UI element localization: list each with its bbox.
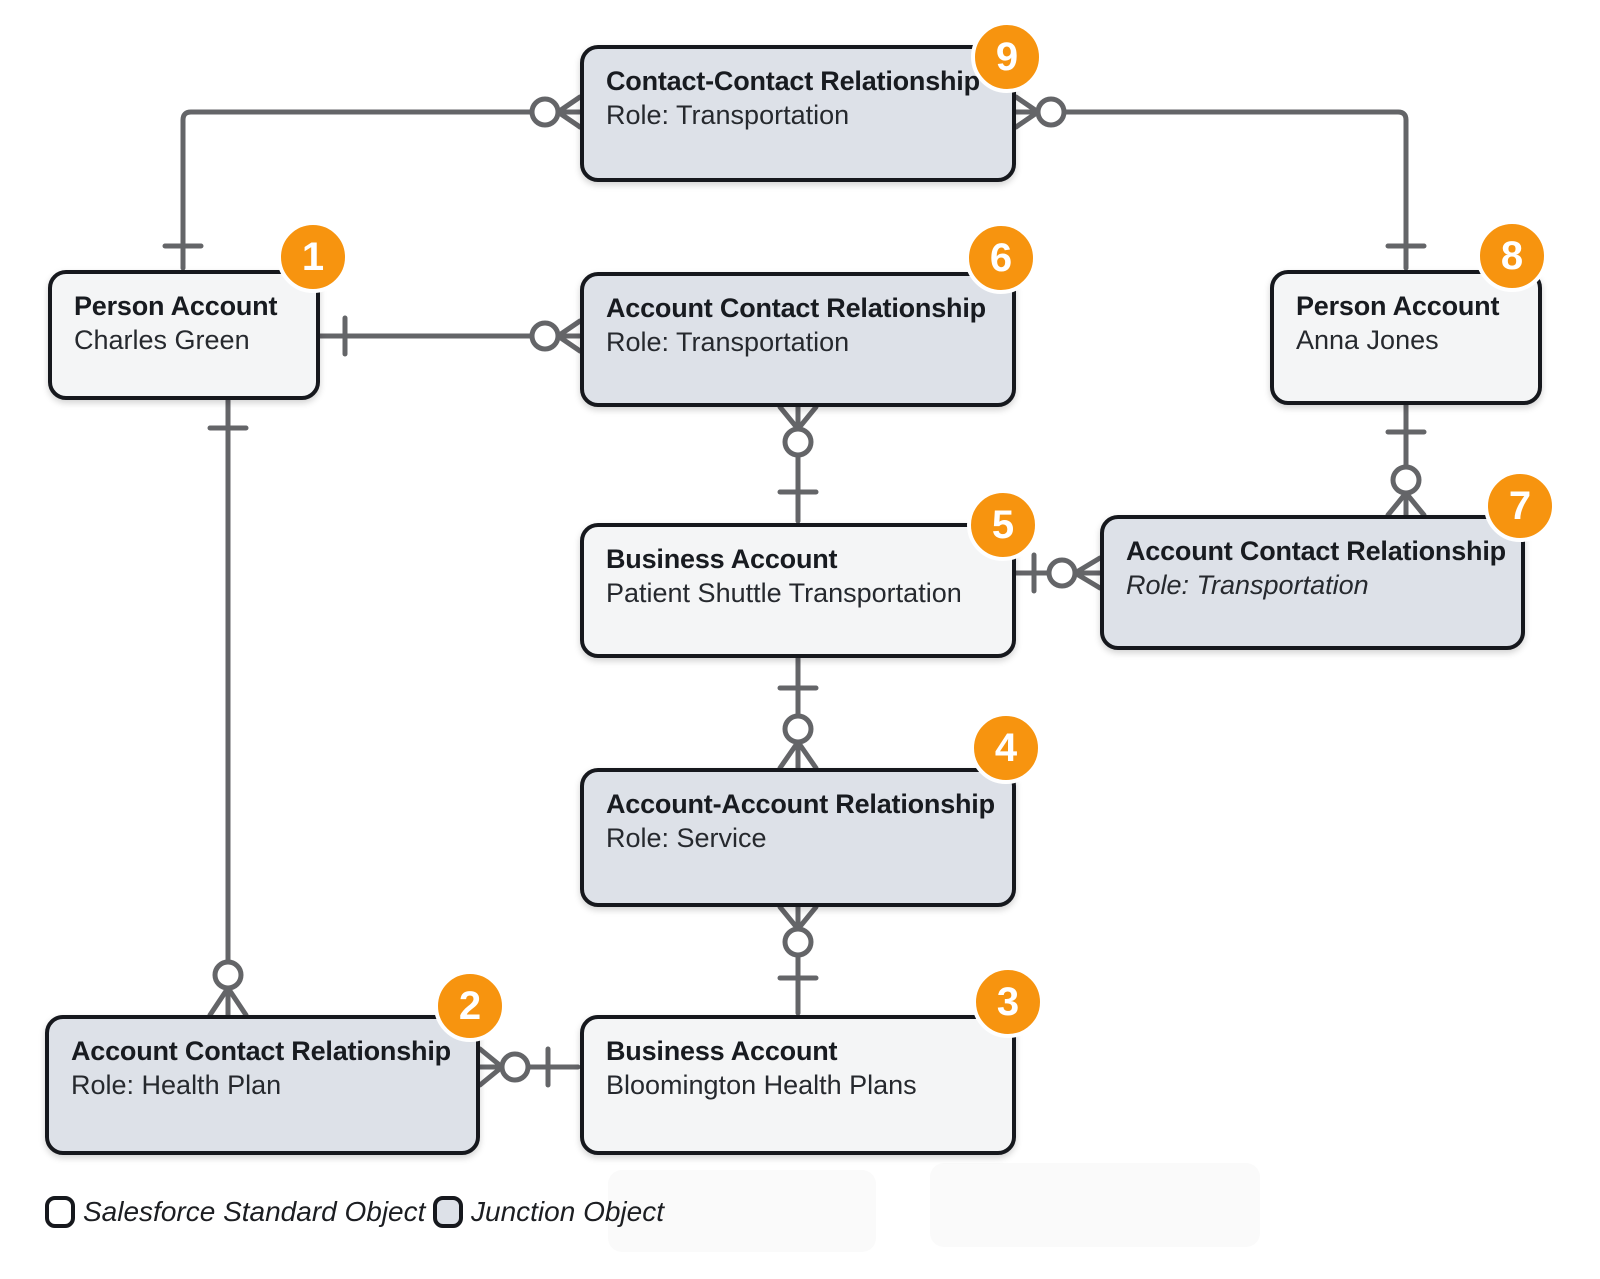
connector-1-2 bbox=[207, 397, 249, 1018]
entity-title: Account Contact Relationship bbox=[71, 1036, 451, 1066]
entity-subtitle: Role: Transportation bbox=[606, 327, 850, 357]
entity-title: Person Account bbox=[74, 291, 278, 321]
legend-item-standard: Salesforce Standard Object bbox=[45, 1196, 425, 1228]
step-badge-6: 6 bbox=[965, 222, 1037, 294]
connector-1-9 bbox=[162, 94, 583, 271]
connector-1-6 bbox=[317, 315, 583, 357]
entity-box-acr-transportation-center: Account Contact Relationship Role: Trans… bbox=[580, 272, 1016, 407]
connector-9-8 bbox=[1013, 94, 1427, 271]
entity-title: Account-Account Relationship bbox=[606, 789, 995, 819]
entity-box-business-account-bloomington: Business Account Bloomington Health Plan… bbox=[580, 1015, 1016, 1155]
connector-5-4 bbox=[777, 655, 819, 771]
connector-6-5 bbox=[777, 404, 819, 524]
step-badge-5: 5 bbox=[967, 489, 1039, 561]
entity-title: Business Account bbox=[606, 544, 838, 574]
connector-5-7 bbox=[1013, 552, 1103, 594]
step-badge-2: 2 bbox=[434, 970, 506, 1042]
legend-label-standard-object: Salesforce Standard Object bbox=[83, 1196, 426, 1227]
connector-4-3 bbox=[777, 904, 819, 1016]
step-badge-4: 4 bbox=[970, 712, 1042, 784]
entity-title: Account Contact Relationship bbox=[606, 293, 986, 323]
entity-box-business-account-patient-shuttle: Business Account Patient Shuttle Transpo… bbox=[580, 523, 1016, 658]
entity-box-person-account-charles-green: Person Account Charles Green bbox=[48, 270, 320, 400]
step-badge-9: 9 bbox=[971, 21, 1043, 93]
legend-swatch-junction-object bbox=[433, 1196, 463, 1228]
entity-subtitle: Bloomington Health Plans bbox=[606, 1070, 917, 1100]
step-badge-3: 3 bbox=[972, 966, 1044, 1038]
legend-item-junction: Junction Object bbox=[433, 1196, 664, 1228]
entity-subtitle: Role: Health Plan bbox=[71, 1070, 282, 1100]
placeholder-box-2 bbox=[930, 1163, 1260, 1247]
legend-label-junction-object: Junction Object bbox=[471, 1196, 664, 1227]
connector-8-7 bbox=[1385, 402, 1427, 518]
entity-title: Contact-Contact Relationship bbox=[606, 66, 980, 96]
entity-subtitle: Role: Service bbox=[606, 823, 767, 853]
entity-subtitle: Role: Transportation bbox=[606, 100, 850, 130]
step-badge-7: 7 bbox=[1484, 470, 1556, 542]
entity-box-person-account-anna-jones: Person Account Anna Jones bbox=[1270, 270, 1542, 405]
entity-title: Person Account bbox=[1296, 291, 1500, 321]
entity-subtitle: Patient Shuttle Transportation bbox=[606, 578, 962, 608]
connector-2-3 bbox=[477, 1046, 581, 1088]
placeholder-box-1 bbox=[608, 1170, 876, 1252]
entity-box-acr-transportation-right: Account Contact Relationship Role: Trans… bbox=[1100, 515, 1525, 650]
entity-box-ccr-transportation: Contact-Contact Relationship Role: Trans… bbox=[580, 45, 1016, 182]
entity-title: Account Contact Relationship bbox=[1126, 536, 1506, 566]
step-badge-8: 8 bbox=[1476, 220, 1548, 292]
entity-subtitle: Charles Green bbox=[74, 325, 250, 355]
step-badge-1: 1 bbox=[277, 221, 349, 293]
entity-subtitle: Role: Transportation bbox=[1126, 570, 1369, 600]
entity-subtitle: Anna Jones bbox=[1296, 325, 1439, 355]
legend-swatch-standard-object bbox=[45, 1196, 75, 1228]
entity-title: Business Account bbox=[606, 1036, 838, 1066]
entity-box-aar-service: Account-Account Relationship Role: Servi… bbox=[580, 768, 1016, 907]
entity-box-acr-health-plan: Account Contact Relationship Role: Healt… bbox=[45, 1015, 480, 1155]
